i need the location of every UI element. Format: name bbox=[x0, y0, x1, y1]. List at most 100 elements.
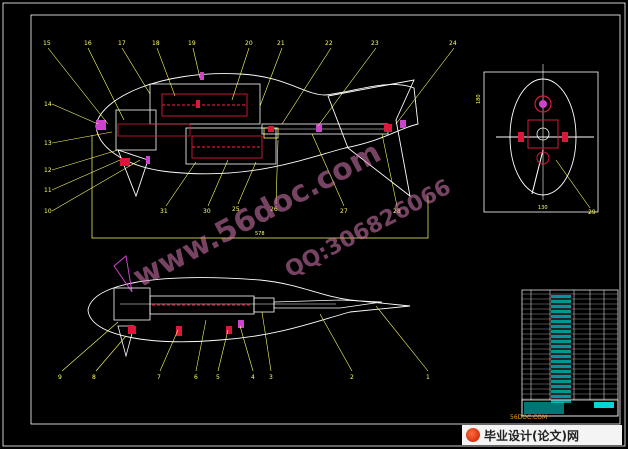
label-2: 2 bbox=[350, 374, 354, 381]
top-view: 9 8 7 6 5 4 3 2 1 bbox=[58, 255, 430, 381]
label-3: 3 bbox=[269, 374, 273, 381]
label-7: 7 bbox=[157, 374, 161, 381]
top-left-fin-upper bbox=[113, 255, 133, 293]
site-logo-icon bbox=[466, 428, 480, 442]
top-marker-4 bbox=[238, 320, 244, 328]
nose-sensor bbox=[96, 120, 106, 130]
label-30: 30 bbox=[203, 208, 211, 215]
front-bulkhead bbox=[115, 109, 157, 151]
base-frame bbox=[91, 135, 429, 239]
leaders-top bbox=[47, 47, 455, 127]
parts-list-cell bbox=[551, 385, 571, 388]
marker-5 bbox=[384, 124, 392, 132]
top-marker-1 bbox=[128, 326, 136, 334]
label-14: 14 bbox=[44, 101, 52, 108]
label-23: 23 bbox=[371, 40, 379, 47]
side-view: 15 16 17 18 19 20 21 22 23 24 14 13 12 1… bbox=[43, 40, 457, 239]
parts-list-cell bbox=[551, 315, 571, 318]
label-20: 20 bbox=[245, 40, 253, 47]
body-outline bbox=[95, 73, 419, 175]
tail-fin bbox=[327, 79, 415, 198]
label-16: 16 bbox=[84, 40, 92, 47]
parts-list-cell bbox=[551, 320, 571, 323]
label-9: 9 bbox=[58, 374, 62, 381]
lower-module bbox=[185, 127, 277, 165]
top-body-outline bbox=[87, 277, 411, 343]
title-block-code bbox=[594, 402, 614, 408]
label-24: 24 bbox=[449, 40, 457, 47]
front-leader bbox=[555, 159, 591, 209]
site-tag: 56DOC.COM bbox=[510, 414, 548, 421]
footer-text: 毕业设计(论文)网 bbox=[484, 428, 579, 443]
label-17: 17 bbox=[118, 40, 126, 47]
parts-list-cell bbox=[551, 400, 571, 403]
parts-list-cell bbox=[551, 330, 571, 333]
top-marker-3 bbox=[226, 326, 232, 334]
parts-list-cell bbox=[551, 295, 571, 298]
parts-list-cell bbox=[551, 395, 571, 398]
front-view: 180 130 29 bbox=[476, 64, 599, 216]
leaders-top-view bbox=[61, 305, 429, 372]
parts-list-cell bbox=[551, 325, 571, 328]
label-21: 21 bbox=[277, 40, 285, 47]
front-upper-hub bbox=[539, 100, 547, 108]
front-right-mount bbox=[562, 132, 568, 142]
parts-list-cell bbox=[551, 390, 571, 393]
label-13: 13 bbox=[44, 140, 52, 147]
leaders-left bbox=[51, 103, 141, 212]
label-22: 22 bbox=[325, 40, 333, 47]
parts-list-cell bbox=[551, 365, 571, 368]
parts-list-cell bbox=[551, 340, 571, 343]
label-12: 12 bbox=[44, 167, 52, 174]
label-27: 27 bbox=[340, 208, 348, 215]
front-motor-block bbox=[527, 119, 559, 149]
front-view-frame bbox=[483, 71, 599, 213]
parts-list-cell bbox=[551, 335, 571, 338]
marker-3 bbox=[200, 72, 204, 80]
pectoral-fin bbox=[117, 149, 149, 198]
front-gear-train bbox=[117, 123, 191, 137]
front-width-dim: 130 bbox=[538, 205, 548, 211]
parts-list-cell bbox=[551, 380, 571, 383]
parts-list-cell bbox=[551, 375, 571, 378]
parts-list-cell bbox=[551, 350, 571, 353]
front-height-dim: 180 bbox=[476, 94, 482, 104]
label-5: 5 bbox=[216, 374, 220, 381]
marker-2 bbox=[146, 156, 150, 164]
front-left-mount bbox=[518, 132, 524, 142]
label-8: 8 bbox=[92, 374, 96, 381]
label-10: 10 bbox=[44, 208, 52, 215]
label-29: 29 bbox=[588, 209, 596, 216]
marker-4 bbox=[268, 126, 274, 132]
label-4: 4 bbox=[251, 374, 255, 381]
label-25: 25 bbox=[232, 206, 240, 213]
parts-list-cell bbox=[551, 355, 571, 358]
front-upper-ring bbox=[534, 95, 552, 113]
title-block bbox=[521, 399, 619, 417]
label-31: 31 bbox=[160, 208, 168, 215]
width-dimension: 578 bbox=[255, 231, 265, 237]
parts-list-cell bbox=[551, 360, 571, 363]
top-coupling bbox=[253, 297, 275, 313]
title-block-name bbox=[524, 402, 564, 414]
label-11: 11 bbox=[44, 187, 52, 194]
label-18: 18 bbox=[152, 40, 160, 47]
top-tail-rod bbox=[273, 299, 383, 309]
label-6: 6 bbox=[194, 374, 198, 381]
inner-frame bbox=[30, 14, 621, 425]
marker-7 bbox=[400, 120, 406, 128]
front-lower-fin bbox=[531, 149, 544, 195]
marker-1 bbox=[196, 100, 200, 108]
leaders-bottom bbox=[165, 133, 398, 207]
marker-6 bbox=[316, 124, 322, 132]
front-lower-ring bbox=[536, 151, 550, 165]
parts-list-cell bbox=[551, 310, 571, 313]
fin-mount bbox=[120, 158, 130, 166]
label-15: 15 bbox=[43, 40, 51, 47]
upper-module bbox=[149, 83, 261, 125]
parts-list-cell bbox=[551, 300, 571, 303]
label-1: 1 bbox=[426, 374, 430, 381]
